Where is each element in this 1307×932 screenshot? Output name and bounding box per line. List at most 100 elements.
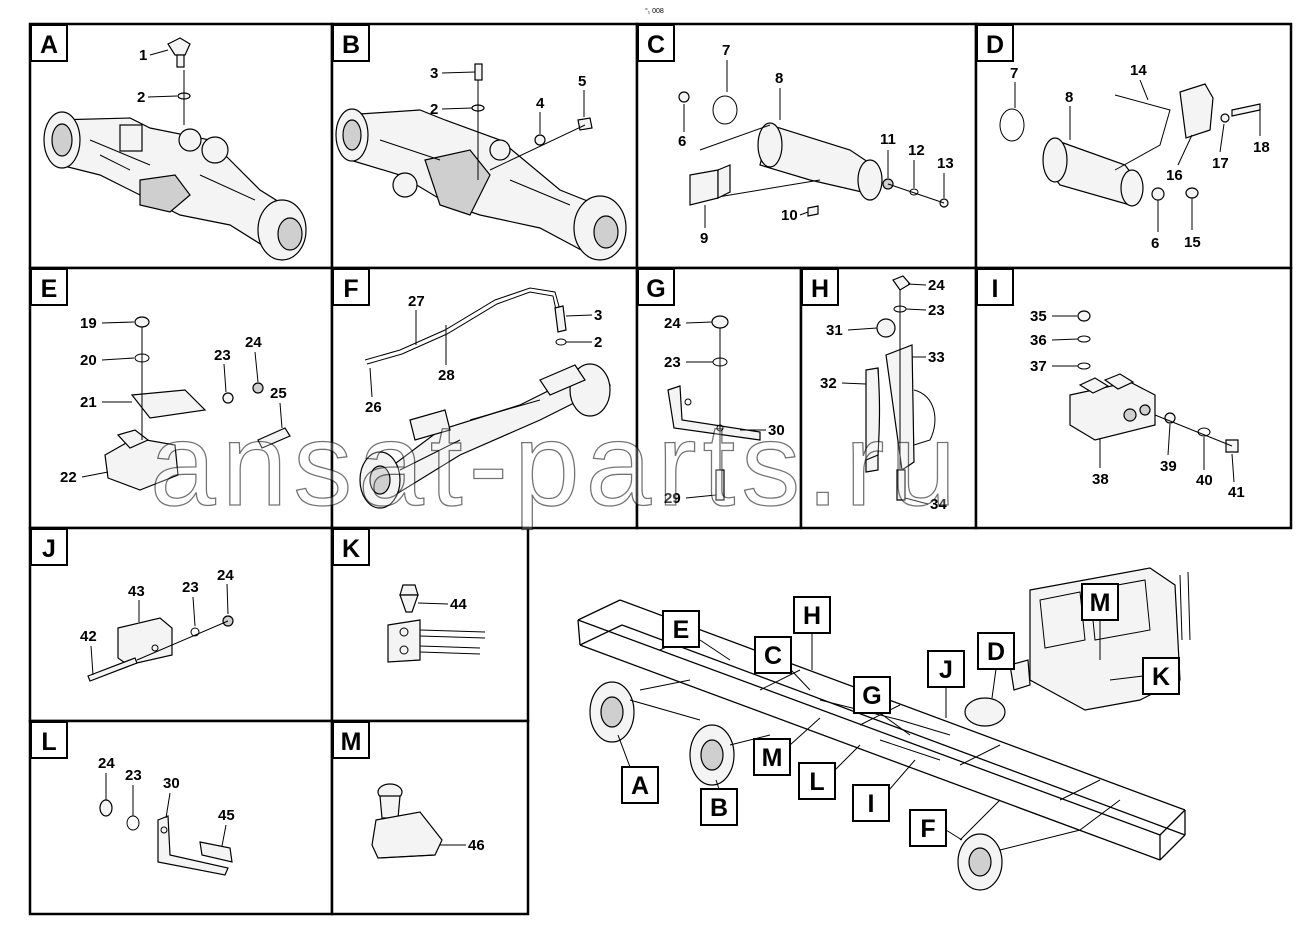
overview-tag-f: F [909, 809, 963, 847]
svg-text:46: 46 [468, 837, 485, 854]
watermark: ansat-parts.ru [150, 399, 962, 531]
panel-tag-m: M [332, 721, 370, 759]
overview-tag-c: C [754, 636, 811, 691]
svg-text:45: 45 [218, 807, 235, 824]
axle-hose-drawing-f [359, 287, 612, 509]
svg-text:42: 42 [80, 628, 97, 645]
overview-tag-a: A [617, 734, 659, 804]
panel-l [28, 719, 334, 916]
svg-text:27: 27 [408, 293, 425, 310]
svg-text:23: 23 [182, 579, 199, 596]
svg-text:39: 39 [1160, 458, 1177, 475]
svg-text:8: 8 [1065, 89, 1073, 106]
svg-text:3: 3 [430, 65, 438, 82]
svg-text:J: J [42, 535, 56, 563]
svg-text:26: 26 [365, 399, 382, 416]
svg-text:23: 23 [928, 302, 945, 319]
callouts-a: 1 2 [137, 47, 178, 106]
panel-tag-f: F [332, 268, 370, 306]
svg-text:D: D [987, 638, 1005, 666]
callouts-k: 44 [417, 596, 467, 613]
svg-text:43: 43 [128, 583, 145, 600]
svg-text:30: 30 [163, 775, 180, 792]
svg-text:35: 35 [1030, 308, 1047, 325]
svg-text:36: 36 [1030, 332, 1047, 349]
overview-tag-j: J [927, 650, 965, 718]
overview-tag-b: B [700, 779, 738, 826]
bracket-drawing-j [87, 615, 234, 682]
svg-text:M: M [341, 728, 362, 756]
svg-text:24: 24 [664, 315, 681, 332]
svg-text:40: 40 [1196, 472, 1213, 489]
svg-text:15: 15 [1184, 234, 1201, 251]
overview-tag-l: L [798, 744, 861, 800]
panel-j [28, 526, 334, 723]
svg-text:10: 10 [781, 207, 798, 224]
svg-text:A: A [40, 31, 58, 59]
svg-text:29: 29 [664, 490, 681, 507]
svg-text:18: 18 [1253, 139, 1270, 156]
panel-tag-d: D [976, 24, 1014, 62]
svg-text:41: 41 [1228, 484, 1245, 501]
panel-h [799, 266, 978, 530]
overview-tag-k: K [1109, 657, 1180, 695]
overview-tag-e: E [662, 610, 731, 661]
svg-text:L: L [809, 768, 824, 796]
overview-tag-h: H [793, 596, 831, 670]
svg-text:G: G [646, 275, 665, 303]
callouts-d: 7 14 8 16 17 18 6 15 [1010, 62, 1270, 252]
svg-text:H: H [811, 275, 829, 303]
svg-text:23: 23 [125, 767, 142, 784]
svg-text:37: 37 [1030, 358, 1047, 375]
overview-tag-m-cab: M [1081, 583, 1119, 660]
svg-text:44: 44 [450, 596, 467, 613]
svg-text:H: H [803, 602, 821, 630]
callouts-j: 43 23 24 42 [80, 567, 234, 676]
valve-drawing-e [104, 316, 291, 491]
callouts-f: 27 28 26 3 2 [365, 293, 602, 416]
bracket-drawing-g [667, 315, 761, 501]
svg-text:2: 2 [137, 89, 145, 106]
svg-text:5: 5 [578, 73, 586, 90]
panel-tag-c: C [637, 24, 675, 62]
panel-tag-a: A [30, 24, 68, 62]
svg-text:17: 17 [1212, 155, 1229, 172]
header-code: °₁ 008 [645, 7, 664, 15]
axle-drawing-b [335, 63, 627, 261]
svg-text:I: I [868, 790, 875, 818]
svg-text:D: D [986, 31, 1004, 59]
callouts-b: 3 2 4 5 [430, 65, 586, 134]
svg-text:14: 14 [1130, 62, 1147, 79]
svg-text:16: 16 [1166, 167, 1183, 184]
panel-d [974, 22, 1293, 270]
clamp-drawing-h [865, 275, 936, 501]
svg-text:24: 24 [217, 567, 234, 584]
panel-tag-b: B [332, 24, 370, 62]
svg-text:13: 13 [937, 155, 954, 172]
lever-drawing-m [371, 783, 443, 859]
callouts-m: 46 [440, 837, 485, 854]
svg-text:B: B [342, 31, 360, 59]
svg-text:F: F [920, 815, 935, 843]
svg-text:C: C [647, 31, 665, 59]
svg-text:6: 6 [678, 133, 686, 150]
svg-text:3: 3 [594, 307, 602, 324]
air-tank-drawing-c [678, 91, 949, 217]
svg-text:G: G [862, 682, 881, 710]
svg-text:19: 19 [80, 315, 97, 332]
svg-text:2: 2 [430, 101, 438, 118]
callouts-e: 19 20 21 22 23 24 25 [60, 315, 287, 486]
svg-text:J: J [939, 656, 953, 684]
svg-text:M: M [1090, 589, 1111, 617]
svg-text:1: 1 [139, 47, 147, 64]
svg-text:K: K [342, 535, 360, 563]
plug-drawing-k [387, 584, 486, 663]
axle-drawing-a [43, 37, 307, 261]
svg-text:32: 32 [820, 375, 837, 392]
svg-text:7: 7 [722, 42, 730, 59]
svg-text:24: 24 [245, 334, 262, 351]
bracket-drawing-l [99, 799, 233, 876]
svg-text:I: I [992, 275, 999, 303]
svg-text:23: 23 [214, 347, 231, 364]
svg-text:12: 12 [908, 142, 925, 159]
